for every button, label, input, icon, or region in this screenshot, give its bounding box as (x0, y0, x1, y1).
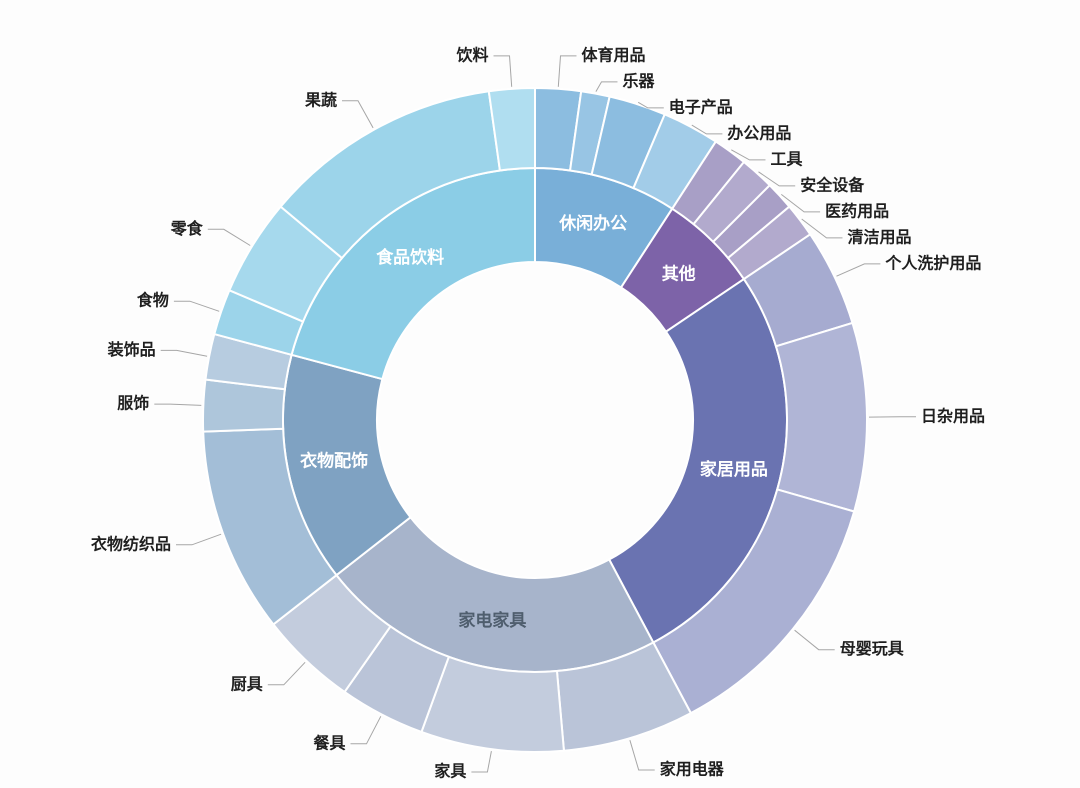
leader-line-衣物纺织品 (176, 533, 222, 546)
leader-line-办公用品 (691, 124, 723, 135)
leader-line-餐具 (350, 716, 382, 745)
label-日杂用品: 日杂用品 (921, 406, 985, 425)
leader-line-食物 (173, 300, 220, 312)
label-餐具: 餐具 (312, 733, 345, 752)
label-电子产品: 电子产品 (669, 97, 733, 116)
label-家具: 家具 (434, 762, 466, 781)
leader-line-体育用品 (557, 55, 577, 87)
leader-line-乐器 (595, 81, 618, 92)
leader-line-装饰品 (160, 349, 208, 357)
label-衣物纺织品: 衣物纺织品 (91, 534, 171, 553)
label-工具: 工具 (771, 150, 803, 168)
leader-line-医药用品 (780, 194, 821, 213)
leader-line-母婴玩具 (794, 629, 835, 651)
label-家电家具: 家电家具 (458, 610, 526, 630)
leader-line-清洁用品 (801, 218, 843, 239)
leader-line-果蔬 (342, 100, 374, 129)
label-饮料: 饮料 (455, 45, 488, 64)
label-装饰品: 装饰品 (107, 340, 156, 359)
label-厨具: 厨具 (231, 675, 263, 693)
segment-饮料 (487, 86, 536, 172)
segment-日杂用品 (774, 321, 868, 513)
leader-line-家用电器 (629, 740, 655, 771)
leader-line-个人洗护用品 (836, 263, 881, 277)
leader-line-电子产品 (637, 101, 664, 109)
label-零食: 零食 (170, 219, 204, 238)
label-清洁用品: 清洁用品 (848, 227, 912, 246)
label-休闲办公: 休闲办公 (558, 213, 627, 233)
label-体育用品: 体育用品 (582, 45, 646, 64)
leader-line-饮料 (493, 55, 513, 87)
label-医药用品: 医药用品 (825, 201, 889, 220)
leader-line-服饰 (154, 403, 202, 406)
label-乐器: 乐器 (623, 72, 656, 90)
label-食品饮料: 食品饮料 (376, 247, 444, 267)
label-衣物配饰: 衣物配饰 (300, 450, 368, 470)
label-家用电器: 家用电器 (660, 760, 725, 779)
label-安全设备: 安全设备 (800, 175, 865, 194)
leader-line-厨具 (267, 661, 306, 686)
leader-line-工具 (731, 149, 766, 161)
label-食物: 食物 (136, 291, 169, 310)
label-家居用品: 家居用品 (700, 459, 768, 479)
label-办公用品: 办公用品 (727, 123, 791, 142)
leader-line-零食 (207, 228, 251, 246)
label-果蔬: 果蔬 (304, 90, 337, 109)
leader-line-安全设备 (758, 171, 796, 187)
label-母婴玩具: 母婴玩具 (840, 640, 904, 658)
label-个人洗护用品: 个人洗护用品 (884, 253, 981, 272)
label-其他: 其他 (662, 263, 696, 283)
leader-line-家具 (471, 751, 492, 773)
label-服饰: 服饰 (117, 394, 149, 413)
